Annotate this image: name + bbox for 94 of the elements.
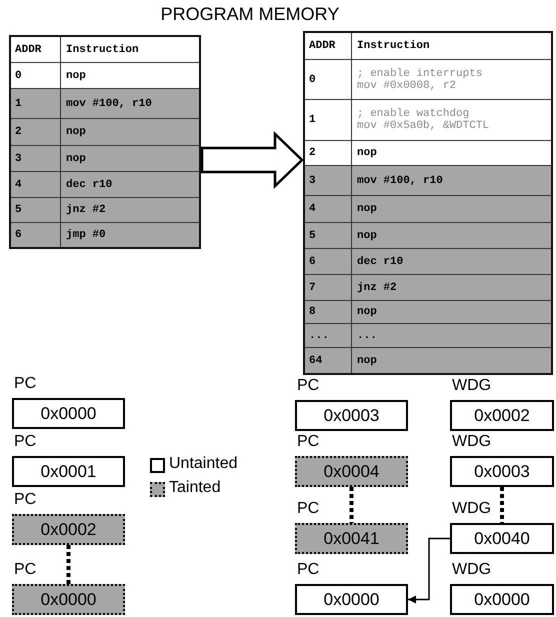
address-text: 8	[309, 306, 316, 318]
instruction-text: nop	[357, 147, 377, 159]
register-value: 0x0000	[295, 584, 408, 615]
table-row	[305, 165, 551, 195]
instruction-text: jnz #2	[357, 282, 397, 294]
register-value: 0x0002	[12, 514, 125, 545]
instruction-text: dec r10	[66, 178, 112, 190]
table-row	[11, 171, 199, 197]
register-label: WDG	[452, 433, 492, 451]
table-row	[11, 62, 199, 88]
instruction-text: ...	[357, 330, 377, 342]
table-row	[11, 145, 199, 171]
table-row	[305, 222, 551, 248]
instruction-text: nop	[357, 203, 377, 215]
memory-table	[9, 35, 201, 249]
dotted-connector	[500, 487, 504, 523]
legend-label: Tainted	[169, 479, 221, 497]
register-value: 0x0003	[450, 456, 554, 487]
instruction-text: mov #0x5a0b, &WDTCTL	[357, 120, 490, 132]
register-label: PC	[14, 491, 36, 509]
table-row	[305, 99, 551, 140]
table-row	[305, 323, 551, 347]
address-text: 64	[309, 354, 322, 366]
address-text: 2	[309, 147, 316, 159]
table-row	[11, 88, 199, 118]
register-value: 0x0003	[295, 400, 408, 431]
register-label: WDG	[452, 377, 492, 395]
address-text: 5	[309, 230, 316, 242]
column-header: Instruction	[357, 40, 430, 52]
table-row	[305, 248, 551, 274]
column-header: ADDR	[15, 44, 42, 56]
register-label: WDG	[452, 561, 492, 579]
register-value: 0x0041	[295, 523, 408, 554]
address-text: 0	[15, 70, 22, 82]
dotted-connector	[66, 545, 70, 584]
instruction-text: dec r10	[357, 256, 404, 268]
diagram-title: PROGRAM MEMORY	[160, 4, 340, 25]
table-row	[305, 59, 551, 99]
address-text: 1	[15, 98, 22, 110]
register-value: 0x0000	[12, 398, 125, 429]
comment-text: ; enable interrupts	[357, 68, 482, 80]
table-row	[305, 140, 551, 165]
table-row	[11, 197, 199, 222]
register-value: 0x0000	[450, 584, 554, 615]
register-value: 0x0002	[450, 400, 554, 431]
comment-text: ; enable watchdog	[357, 108, 470, 120]
column-header: Instruction	[66, 44, 139, 56]
address-text: 7	[309, 282, 316, 294]
instruction-text: nop	[66, 152, 86, 164]
table-row	[305, 195, 551, 222]
register-value: 0x0001	[12, 456, 125, 487]
table-row	[305, 274, 551, 300]
table-row	[11, 118, 199, 145]
register-label: WDG	[452, 500, 492, 518]
address-text: 6	[15, 229, 22, 241]
instruction-text: mov #100, r10	[357, 174, 443, 186]
address-text: 5	[15, 204, 22, 216]
register-label: PC	[297, 377, 320, 395]
dotted-connector	[350, 487, 354, 523]
instruction-text: nop	[357, 230, 377, 242]
register-value: 0x0000	[12, 584, 125, 615]
table-row	[305, 300, 551, 323]
legend-label: Untainted	[169, 455, 238, 473]
table-row	[305, 347, 551, 373]
address-text: 4	[15, 178, 22, 190]
register-label: PC	[297, 561, 320, 579]
instruction-text: nop	[66, 70, 86, 82]
register-label: PC	[297, 500, 320, 518]
instruction-text: mov #0x0008, r2	[357, 80, 458, 92]
column-header: ADDR	[309, 40, 336, 52]
block-arrow	[200, 131, 304, 189]
register-value: 0x0040	[450, 523, 554, 554]
address-text: 4	[309, 203, 316, 215]
arrow	[408, 538, 450, 604]
instruction-text: nop	[66, 126, 86, 138]
address-text: 3	[309, 174, 316, 186]
register-value: 0x0004	[295, 456, 408, 487]
memory-table	[303, 31, 553, 375]
address-text: 3	[15, 152, 22, 164]
instruction-text: jnz #2	[66, 204, 106, 216]
address-text: 6	[309, 256, 316, 268]
address-text: 1	[309, 114, 316, 126]
register-label: PC	[14, 375, 36, 393]
register-label: PC	[297, 433, 320, 451]
instruction-text: mov #100, r10	[66, 98, 152, 110]
instruction-text: jmp #0	[66, 229, 106, 241]
address-text: 0	[309, 74, 316, 86]
address-text: 2	[15, 126, 22, 138]
table-row	[11, 222, 199, 247]
instruction-text: nop	[357, 354, 377, 366]
register-label: PC	[14, 433, 36, 451]
address-text: ...	[309, 330, 329, 342]
register-label: PC	[14, 561, 36, 579]
instruction-text: nop	[357, 306, 377, 318]
